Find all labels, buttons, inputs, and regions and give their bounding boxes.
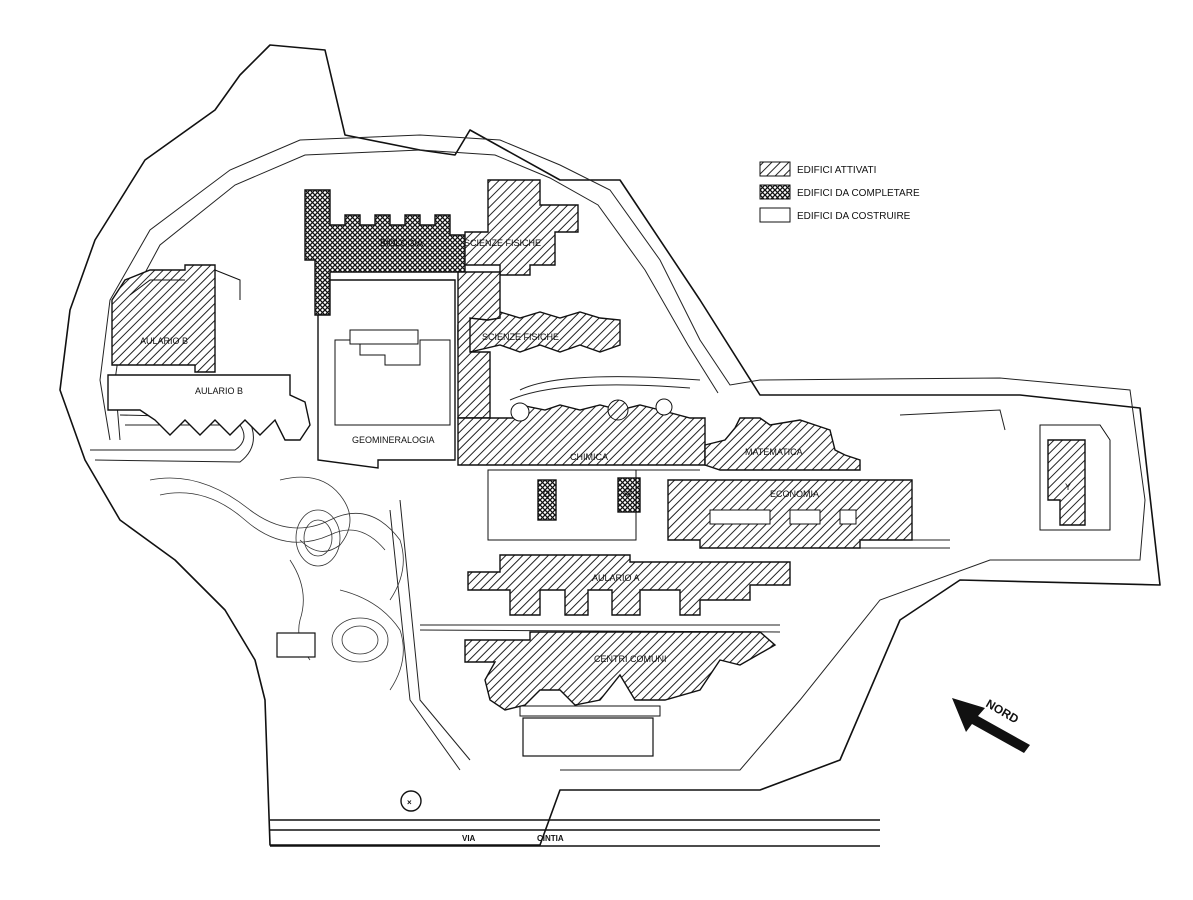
geomineralogia-court: [334, 339, 451, 426]
legend-label-completare: EDIFICI DA COMPLETARE: [797, 188, 920, 199]
scienze-fisiche-top-building: [464, 179, 579, 276]
parking-block: [276, 632, 316, 658]
label-economia: ECONOMIA: [770, 489, 819, 499]
road-label-via: VIA: [462, 834, 476, 843]
ring-road: [99, 134, 1146, 771]
north-label: NORD: [984, 696, 1022, 726]
economia-court-2: [789, 509, 821, 525]
label-matematica: MATEMATICA: [745, 447, 803, 457]
label-centri-comuni: CENTRI COMUNI: [594, 654, 667, 664]
service-building: [522, 717, 654, 757]
building-labels: BIOLOGIA SCIENZE FISICHE SCIENZE FISICHE…: [140, 238, 1071, 664]
q-block-outline: [487, 469, 637, 541]
legend-label-costruire: EDIFICI DA COSTRUIRE: [797, 211, 911, 222]
legend-swatch-attivati: [759, 161, 791, 177]
scienze-fisiche-mid-building: [457, 311, 621, 353]
aulario-b-left-building: [111, 264, 216, 373]
y-building-outline: [1039, 424, 1111, 531]
aulario-b-roof: [129, 269, 241, 300]
chimica-dome-3: [655, 398, 673, 416]
y-building: [1047, 439, 1086, 526]
north-arrow-icon: [952, 698, 1030, 753]
label-chimica: CHIMICA: [570, 452, 608, 462]
legend: EDIFICI ATTIVATI EDIFICI DA COMPLETARE E…: [759, 161, 920, 223]
label-geomineralogia: GEOMINERALOGIA: [352, 435, 435, 445]
matematica-building: [704, 417, 861, 471]
roundabout-mark: ×: [407, 798, 412, 807]
label-q: Q: [543, 489, 550, 499]
label-biologia: BIOLOGIA: [380, 238, 423, 248]
q-prime-building: [617, 477, 641, 513]
chimica-dome-1: [510, 402, 530, 422]
spine-building: [457, 271, 501, 419]
label-q-prime: Q': [624, 487, 633, 497]
q-building: [537, 479, 557, 521]
label-aulario-b-1: AULARIO B: [140, 336, 188, 346]
label-scienze-fisiche-top: SCIENZE FISICHE: [464, 238, 541, 248]
label-aulario-b-2: AULARIO B: [195, 386, 243, 396]
roundabout: [400, 790, 422, 812]
centri-comuni-building: [464, 631, 777, 711]
service-annex: [519, 705, 661, 717]
legend-swatch-costruire: [759, 207, 791, 223]
geomineralogia-inner: [349, 329, 419, 345]
label-aulario-a: AULARIO A: [592, 573, 640, 583]
economia-court-3: [839, 509, 857, 525]
north-arrow: NORD: [952, 696, 1030, 753]
aulario-b-lower-building: [107, 374, 311, 441]
label-scienze-fisiche-mid: SCIENZE FISICHE: [482, 332, 559, 342]
economia-court-1: [709, 509, 771, 525]
legend-swatch-completare: [759, 184, 791, 200]
chimica-dome-2: [607, 399, 629, 421]
label-y: Y: [1065, 482, 1071, 492]
aulario-a-building: [467, 554, 791, 616]
road-label-cintia: CINTIA: [537, 834, 564, 843]
legend-label-attivati: EDIFICI ATTIVATI: [797, 165, 876, 176]
